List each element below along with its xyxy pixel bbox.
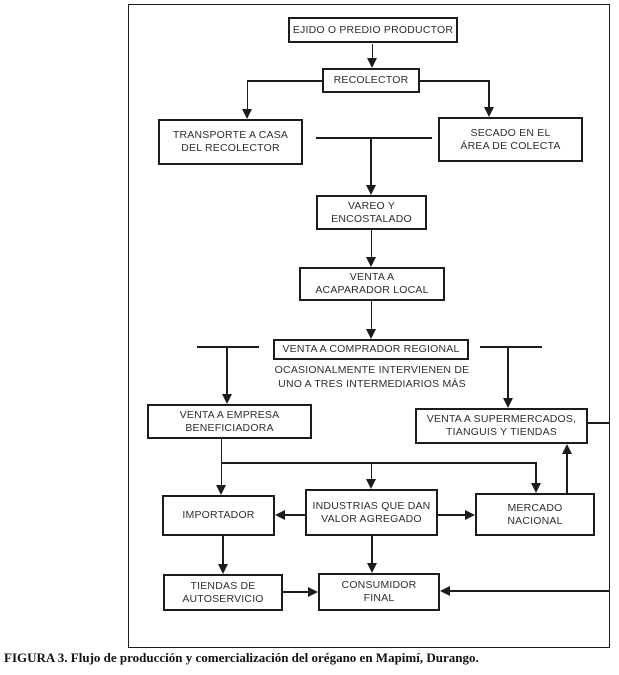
node-tiendas-autoservicio: TIENDAS DE AUTOSERVICIO <box>163 574 283 611</box>
arrowhead-right-icon <box>465 510 475 520</box>
connector-industrias-consumidor <box>371 536 373 564</box>
node-label: TIENDAS DE AUTOSERVICIO <box>182 579 264 605</box>
node-label: VENTA A SUPERMERCADOS, TIANGUIS Y TIENDA… <box>426 413 577 438</box>
node-label: INDUSTRIAS QUE DAN VALOR AGREGADO <box>312 499 431 525</box>
connector-recolector-transporte-v <box>246 80 248 109</box>
node-mercado-nacional: MERCADO NACIONAL <box>475 493 595 536</box>
node-label: IMPORTADOR <box>182 509 255 521</box>
node-label: RECOLECTOR <box>333 74 409 86</box>
arrowhead-down-icon <box>367 58 377 68</box>
node-ejido-predio-productor: EJIDO O PREDIO PRODUCTOR <box>288 17 458 43</box>
arrowhead-down-icon <box>222 394 232 404</box>
connector-rail-mercado <box>535 462 537 483</box>
node-label: MERCADO NACIONAL <box>507 501 563 527</box>
node-industrias-valor-agregado: INDUSTRIAS QUE DAN VALOR AGREGADO <box>305 489 438 536</box>
connector-rail-importador <box>220 462 222 485</box>
connector-supermercados-border <box>588 422 610 424</box>
connector-industrias-mercado <box>438 514 466 516</box>
connector-empresa-rail <box>220 439 222 463</box>
node-label: EJIDO O PREDIO PRODUCTOR <box>292 23 454 36</box>
connector-comprador-empresa-v <box>226 346 228 394</box>
connector-importador-tiendas <box>222 536 224 565</box>
node-label: TRANSPORTE A CASA DEL RECOLECTOR <box>172 129 289 154</box>
arrowhead-down-icon <box>366 479 376 489</box>
connector-comprador-empresa-h <box>197 346 259 348</box>
node-venta-acaparador-local: VENTA A ACAPARADOR LOCAL <box>299 267 445 301</box>
node-venta-supermercados-tianguis-tiendas: VENTA A SUPERMERCADOS, TIANGUIS Y TIENDA… <box>415 408 588 444</box>
arrowhead-down-icon <box>242 109 252 119</box>
node-label: SECADO EN EL ÁREA DE COLECTA <box>460 126 561 152</box>
connector-vareo-acaparador <box>370 230 372 257</box>
connector-acaparador-comprador <box>370 301 372 329</box>
node-secado-area-colecta: SECADO EN EL ÁREA DE COLECTA <box>438 117 583 162</box>
node-venta-comprador-regional: VENTA A COMPRADOR REGIONAL <box>273 339 469 360</box>
connector-transporte-secado-bridge <box>316 137 432 139</box>
connector-rail-industrias <box>370 462 372 479</box>
connector-tiendas-consumidor <box>283 591 309 593</box>
arrowhead-down-icon <box>366 257 376 267</box>
connector-ejido-recolector <box>371 44 373 59</box>
node-label: VENTA A EMPRESA BENEFICIADORA <box>179 408 280 434</box>
arrowhead-down-icon <box>216 485 226 495</box>
connector-industrias-importador <box>284 514 305 516</box>
distribution-rail <box>220 462 537 464</box>
connector-recolector-transporte-h <box>247 80 322 82</box>
diagram-frame <box>128 4 610 648</box>
arrowhead-down-icon <box>484 107 494 117</box>
figure-caption: FIGURA 3. Flujo de producción y comercia… <box>4 650 479 665</box>
node-vareo-encostalado: VAREO Y ENCOSTALADO <box>316 195 427 230</box>
connector-recolector-secado-h <box>420 80 489 82</box>
connector-mercado-supermercados <box>566 453 568 493</box>
node-label: VENTA A ACAPARADOR LOCAL <box>315 271 429 296</box>
node-label: CONSUMIDOR FINAL <box>341 579 417 604</box>
intermediaries-note: OCASIONALMENTE INTERVIENEN DE UNO A TRES… <box>274 364 470 390</box>
connector-comprador-supermercados-v <box>507 346 509 398</box>
node-venta-empresa-beneficiadora: VENTA A EMPRESA BENEFICIADORA <box>147 404 312 439</box>
arrowhead-down-icon <box>503 398 513 408</box>
arrowhead-down-icon <box>218 564 228 574</box>
connector-recolector-secado-v <box>488 80 490 107</box>
node-label: VAREO Y ENCOSTALADO <box>331 199 412 225</box>
arrowhead-left-icon <box>440 586 450 596</box>
node-consumidor-final: CONSUMIDOR FINAL <box>318 573 440 611</box>
arrowhead-down-icon <box>367 563 377 573</box>
arrowhead-left-icon <box>275 510 285 520</box>
arrowhead-right-icon <box>308 587 318 597</box>
node-label: VENTA A COMPRADOR REGIONAL <box>282 343 460 355</box>
arrowhead-down-icon <box>366 185 376 195</box>
arrowhead-up-icon <box>561 444 572 454</box>
node-transporte-casa-recolector: TRANSPORTE A CASA DEL RECOLECTOR <box>158 119 303 165</box>
node-importador: IMPORTADOR <box>162 495 275 536</box>
arrowhead-down-icon <box>531 483 541 493</box>
node-recolector: RECOLECTOR <box>322 68 420 93</box>
connector-bridge-vareo <box>370 137 372 185</box>
connector-border-consumidor <box>449 590 610 592</box>
connector-comprador-supermercados-h <box>480 346 542 348</box>
arrowhead-down-icon <box>366 329 376 339</box>
